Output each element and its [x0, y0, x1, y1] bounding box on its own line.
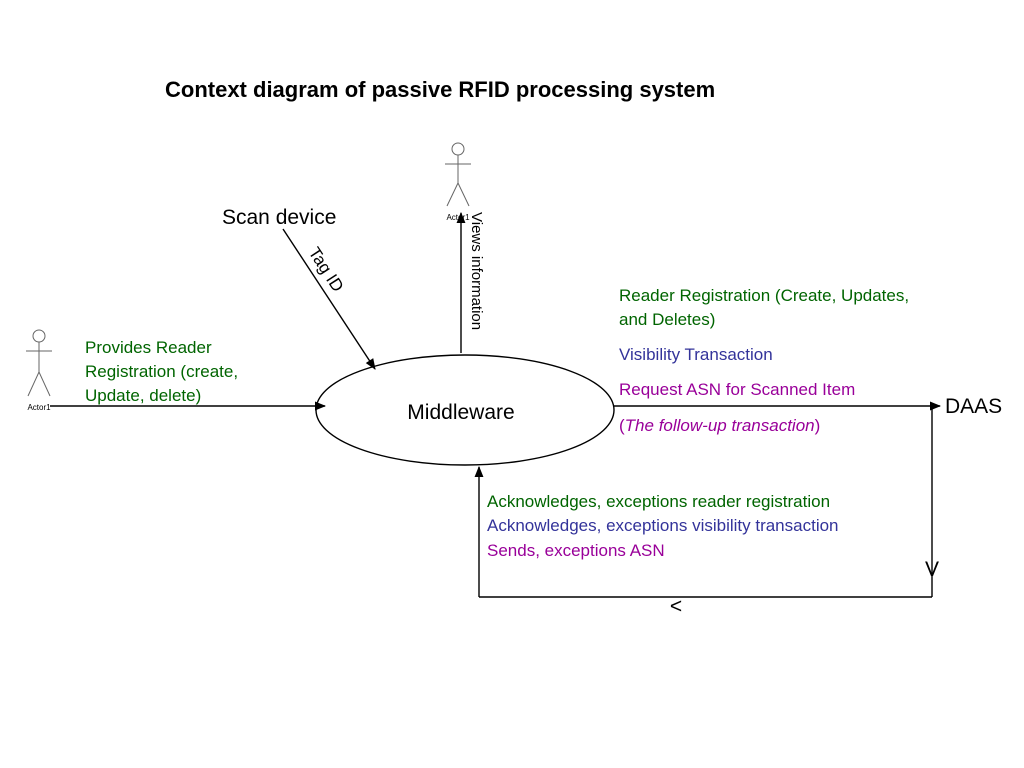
ack-visibility-label: Acknowledges, exceptions visibility tran…: [487, 516, 839, 535]
actor-top-icon: [445, 142, 471, 207]
provides-registration-line-2: Registration (create,: [85, 362, 238, 381]
sends-asn-label: Sends, exceptions ASN: [487, 541, 665, 560]
actor-top-label: Actor1: [446, 213, 470, 222]
daas-label: DAAS: [945, 395, 1002, 418]
actor-left-label: Actor1: [27, 403, 51, 412]
provides-registration-line-1: Provides Reader: [85, 338, 212, 357]
provides-registration-line-3: Update, delete): [85, 386, 201, 405]
views-information-label: Views information: [468, 212, 485, 330]
reader-registration-line-2: and Deletes): [619, 310, 715, 329]
reader-registration-line-1: Reader Registration (Create, Updates,: [619, 286, 909, 305]
request-asn-label: Request ASN for Scanned Item: [619, 380, 855, 399]
scan-device-label: Scan device: [222, 206, 336, 229]
tag-id-arrow: [282, 228, 376, 370]
followup-transaction-label: (The follow-up transaction): [619, 416, 820, 435]
middleware-label: Middleware: [407, 401, 514, 424]
return-down-marker: V: [925, 558, 939, 581]
tag-id-label: Tag ID: [305, 244, 348, 296]
actor-left-icon: [26, 329, 52, 397]
ack-reader-label: Acknowledges, exceptions reader registra…: [487, 492, 830, 511]
visibility-transaction-label: Visibility Transaction: [619, 345, 773, 364]
page-title: Context diagram of passive RFID processi…: [165, 77, 715, 102]
return-left-marker: <: [670, 595, 682, 618]
